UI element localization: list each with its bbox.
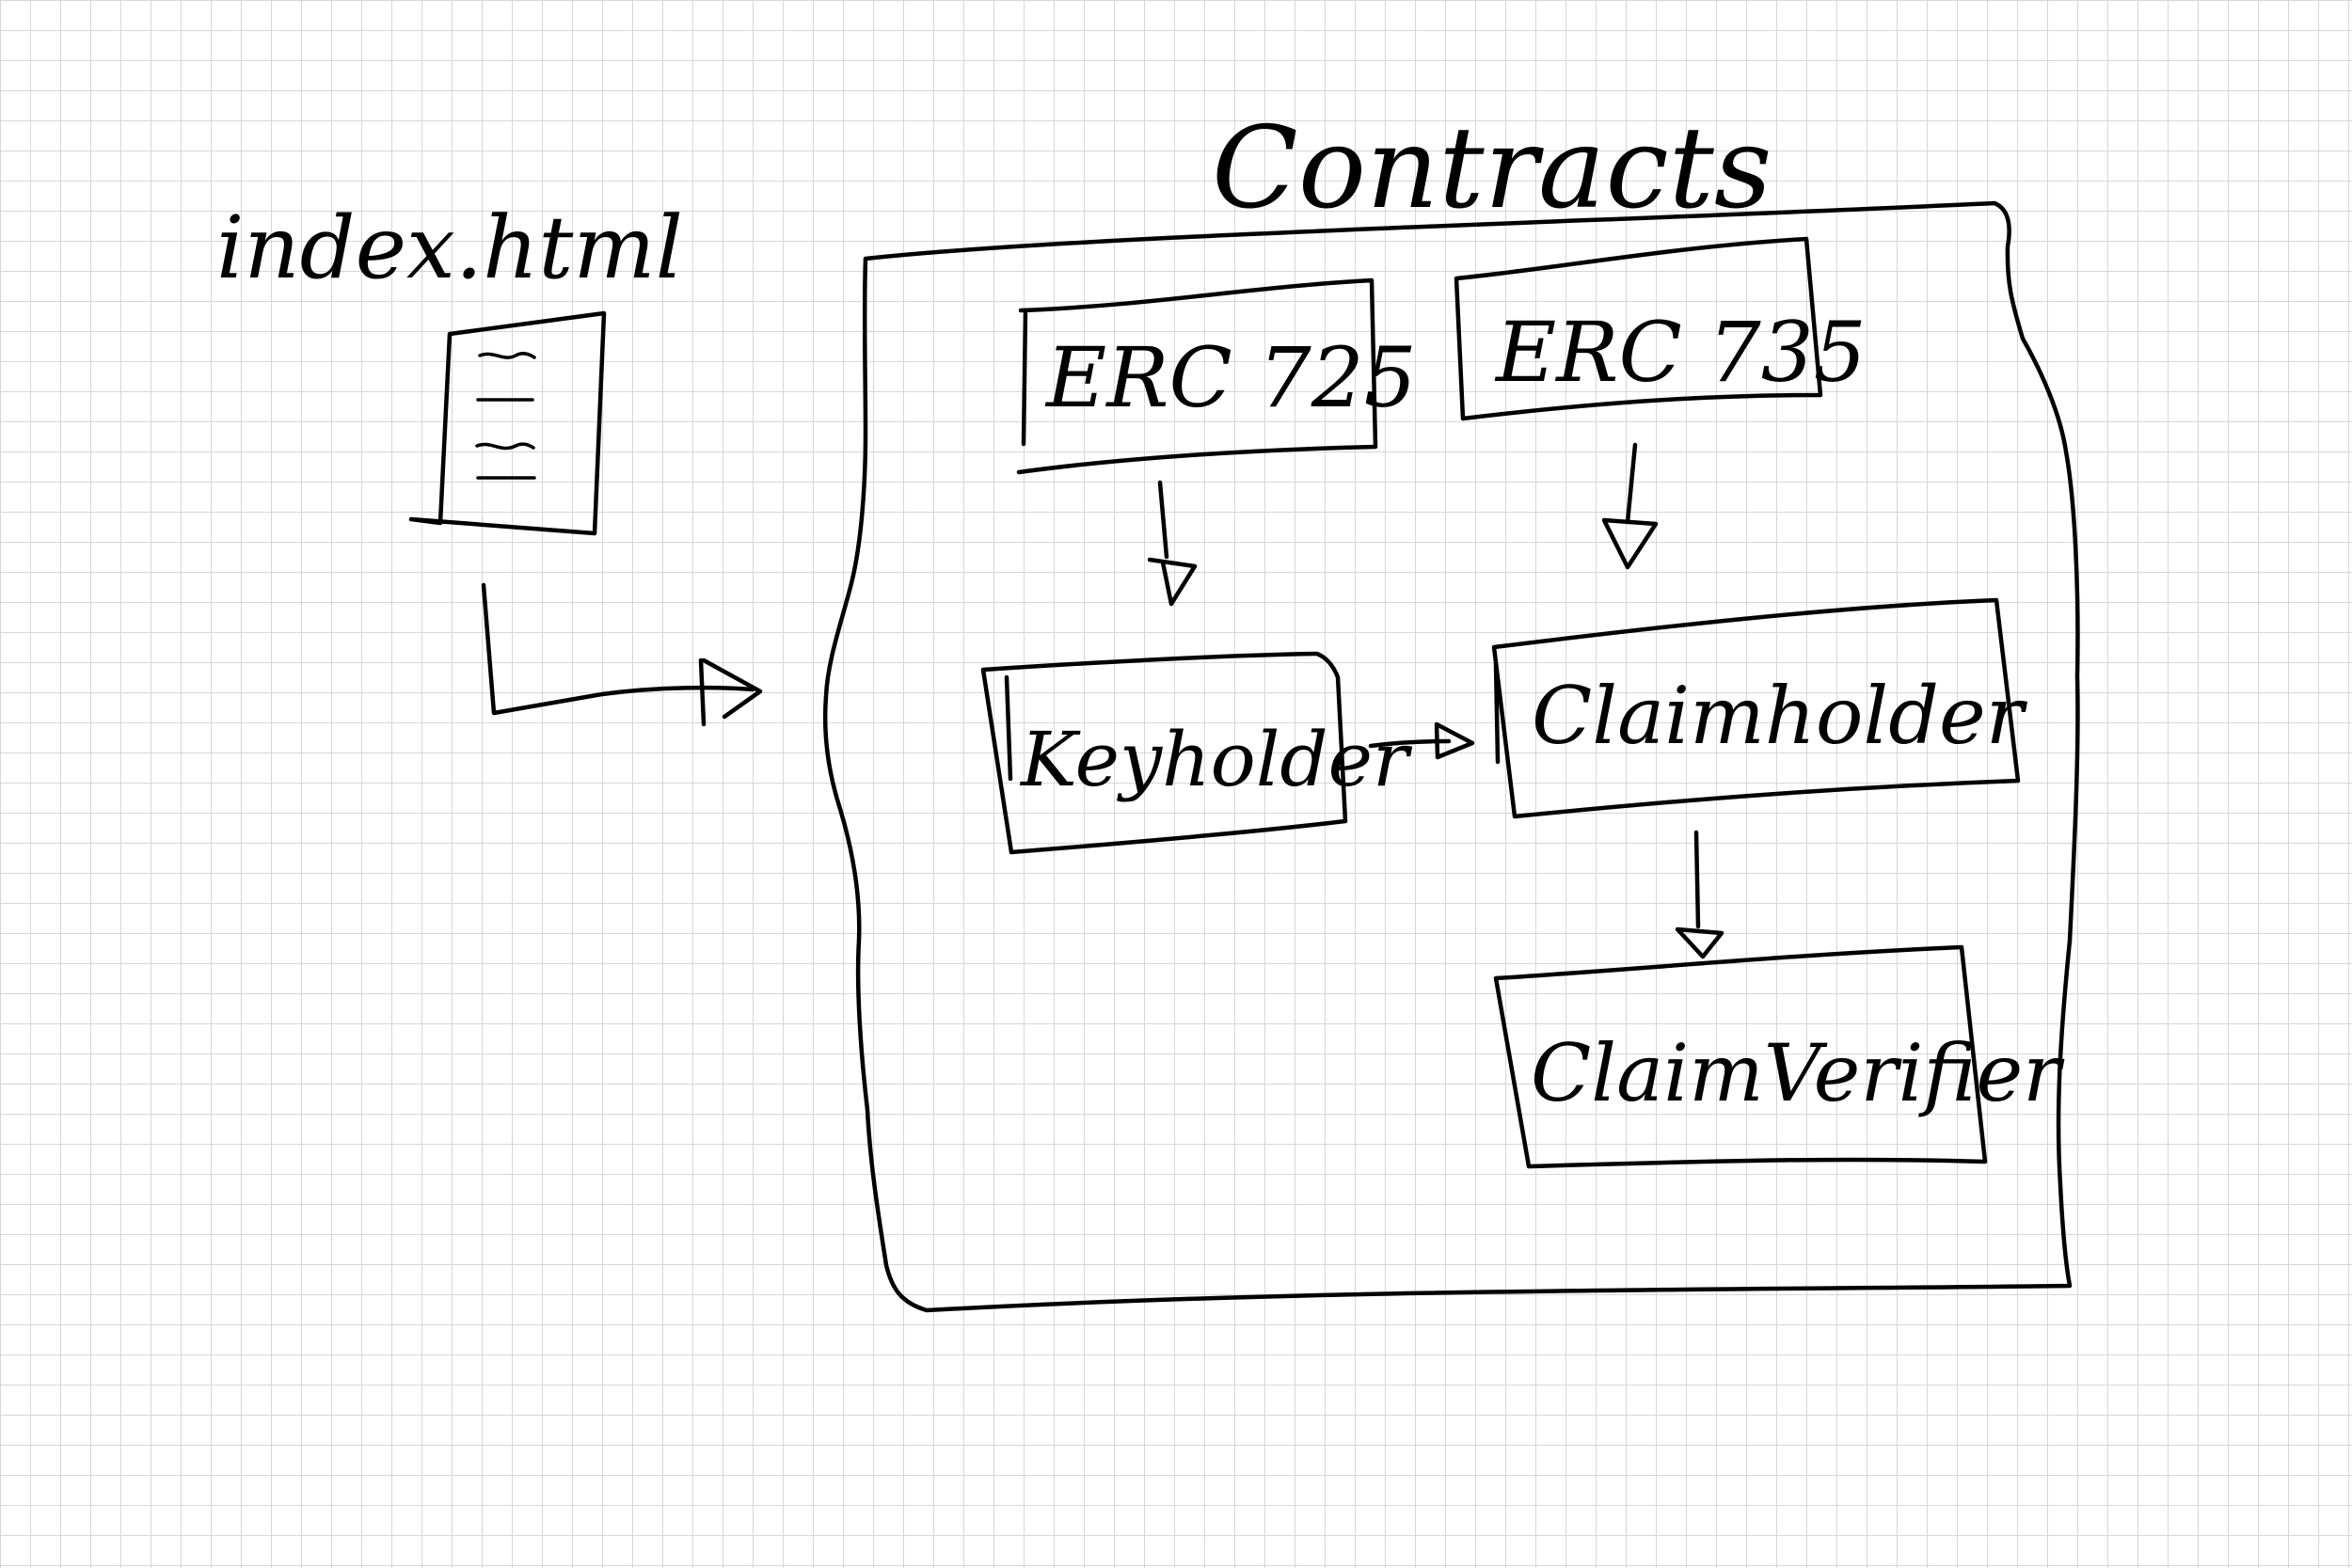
erc735-to-claimholder-arrow [1601, 442, 1659, 570]
erc725-label: ERC 725 [1044, 329, 1417, 426]
container-label: Contracts [1212, 103, 1772, 234]
keyholder-label: Keyholder [1019, 716, 1413, 803]
keyholder-to-claimholder-arrow [1368, 721, 1475, 760]
document-icon [408, 310, 607, 536]
erc725-to-keyholder-arrow [1147, 480, 1198, 607]
claimholder-node: Claimholder [1491, 597, 2028, 819]
file-to-contracts-arrow [481, 582, 763, 727]
claimverifier-node: ClaimVerifier [1493, 944, 2065, 1169]
keyholder-node: Keyholder [980, 651, 1413, 855]
file-label: index.html [216, 198, 683, 298]
claimholder-label: Claimholder [1532, 670, 2028, 762]
contracts-container [822, 200, 2080, 1313]
erc735-node: ERC 735 [1454, 236, 1867, 421]
erc725-node: ERC 725 [1016, 277, 1417, 475]
claimverifier-label: ClaimVerifier [1531, 1027, 2065, 1119]
erc735-label: ERC 735 [1494, 304, 1867, 401]
claimholder-to-claimverifier-arrow [1675, 830, 1724, 959]
